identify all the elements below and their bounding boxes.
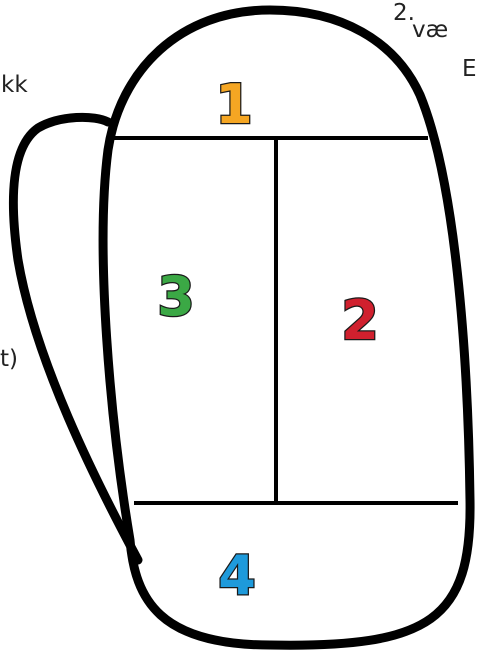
zone-number-1: 1 [215, 73, 253, 136]
zone-number-4: 4 [218, 544, 256, 607]
zone-number-3: 3 [157, 265, 195, 328]
zone-number-2: 2 [341, 289, 379, 352]
